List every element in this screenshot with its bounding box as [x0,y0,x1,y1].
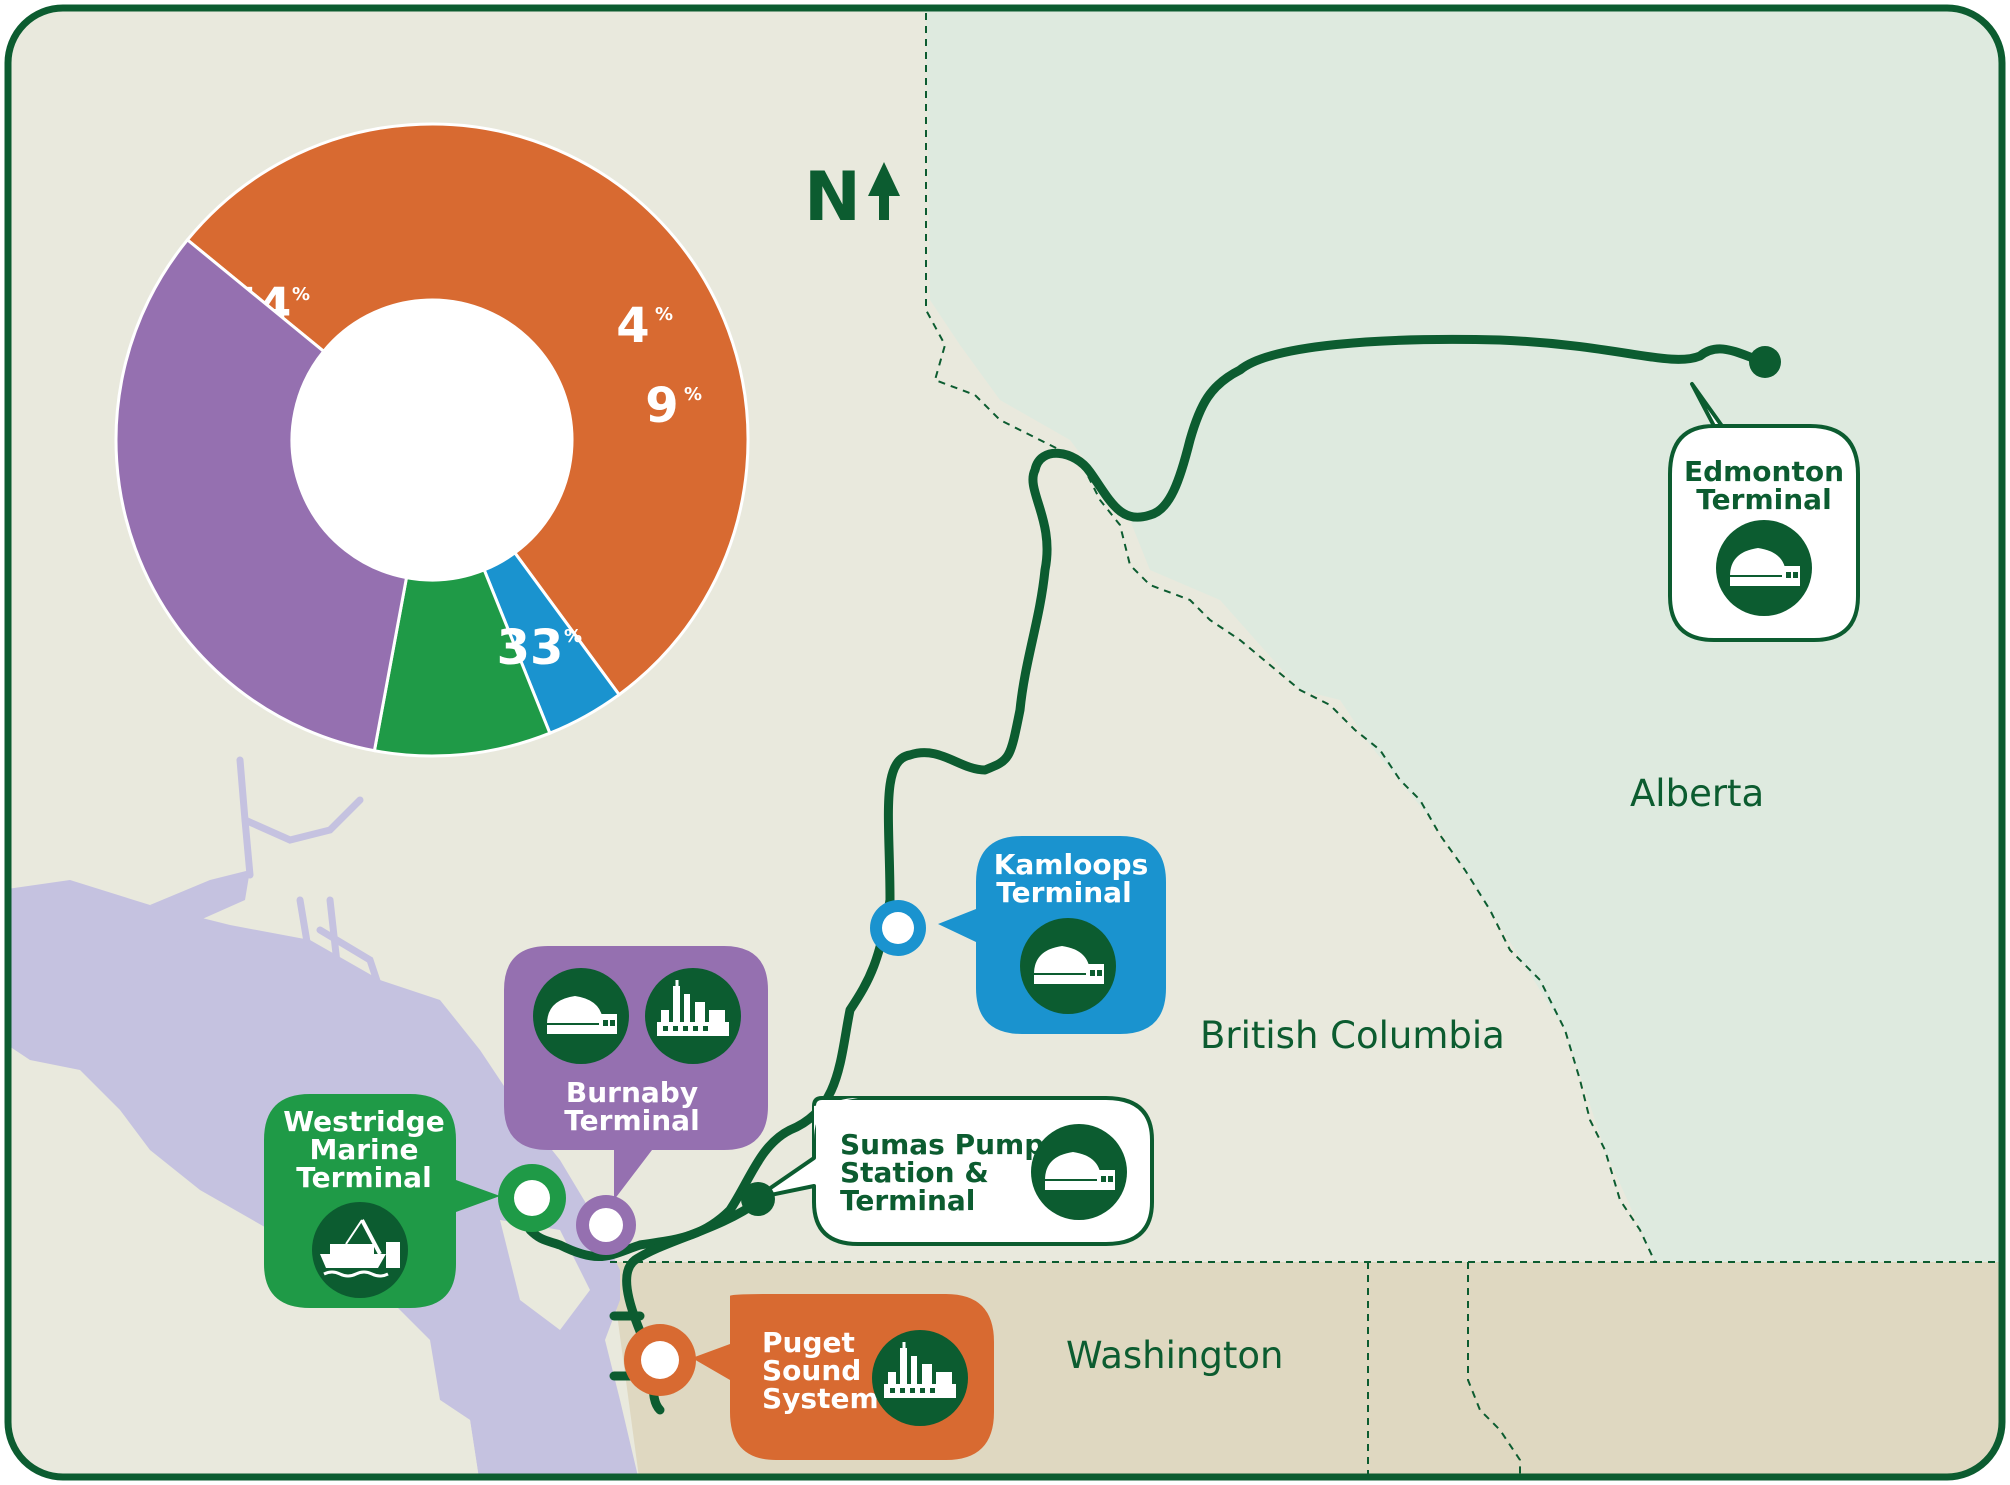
burnaby-terminal-label-1: Burnaby [566,1076,698,1109]
donut-chart: 54%4%9%33% [114,122,750,758]
kamloops-terminal-callout: Kamloops Terminal [938,836,1166,1034]
refinery-icon [645,968,741,1064]
westridge-marine-terminal-callout: Westridge Marine Terminal [264,1094,500,1308]
region-label-washington: Washington [1066,1334,1283,1377]
donut-label-4: 4 [616,298,649,354]
borders [610,8,2002,1477]
sumas-label-3: Terminal [840,1184,975,1217]
edmonton-terminal-label-1: Edmonton [1684,455,1844,488]
kamloops-terminal-label-1: Kamloops [994,848,1149,881]
burnaby-terminal-label-2: Terminal [564,1104,699,1137]
edmonton-terminal-callout: Edmonton Terminal [1668,382,1860,642]
donut-unit-54: % [292,284,310,305]
region-label-alberta: Alberta [1630,772,1764,815]
map-frame [4,4,2006,1481]
refinery-icon [872,1330,968,1426]
westridge-terminal-label-2: Marine [309,1133,418,1166]
puget-label-1: Puget [762,1326,855,1359]
north-label: N [804,158,861,237]
donut-unit-4: % [655,304,673,325]
alberta-area [926,8,2002,1262]
sumas-label-1: Sumas Pump [840,1128,1044,1161]
compass: N [804,158,900,237]
donut-unit-9: % [684,384,702,405]
sumas-pump-station-marker [741,1182,775,1216]
puget-sound-system-callout: Puget Sound System [692,1294,994,1460]
sumas-pump-station-callout: Sumas Pump Station & Terminal [754,1096,1154,1246]
puget-label-2: Sound [762,1354,861,1387]
puget-label-3: System [762,1382,879,1415]
donut-label-33: 33 [497,620,564,676]
donut-label-9: 9 [645,378,678,434]
north-arrow-icon [868,162,900,220]
donut-unit-33: % [564,626,582,647]
sumas-label-2: Station & [840,1156,989,1189]
kamloops-terminal-label-2: Terminal [996,876,1131,909]
burnaby-terminal-callout: Burnaby Terminal [504,946,768,1200]
edmonton-terminal-label-2: Terminal [1696,483,1831,516]
water-area [150,870,250,920]
westridge-terminal-label-3: Terminal [296,1161,431,1194]
region-label-british-columbia: British Columbia [1200,1014,1505,1057]
westridge-terminal-label-1: Westridge [283,1105,444,1138]
inlets [36,756,474,1084]
donut-hole [292,300,572,580]
edmonton-terminal-marker [1749,346,1781,378]
